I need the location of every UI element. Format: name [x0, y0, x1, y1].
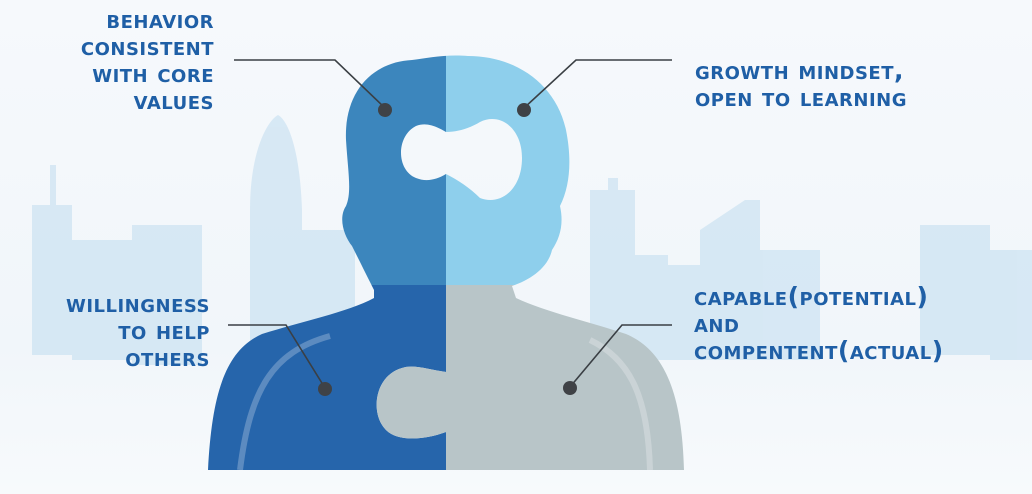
puzzle-piece-capable [376, 285, 684, 470]
puzzle-piece-growth [446, 55, 684, 285]
marker-dot-help [318, 382, 332, 396]
label-help-line-3: others [125, 343, 210, 372]
marker-dots [318, 103, 577, 396]
label-growth: Growth mindset, open to learning [695, 57, 1025, 111]
marker-dot-growth [517, 103, 531, 117]
marker-dot-core-values [378, 103, 392, 117]
label-help-line-1: Willingness [65, 289, 210, 318]
label-capable-line-3: Compentent(actual) [694, 336, 944, 365]
label-help: Willingness to help others [5, 290, 210, 371]
label-help-line-2: to help [118, 316, 210, 345]
leader-line-help [228, 324, 326, 389]
label-capable: Capable(potential) and Compentent(actual… [694, 283, 1030, 364]
label-core-values-line-2: consistent [80, 32, 214, 61]
leader-line-core-values [234, 59, 386, 109]
label-core-values-line-4: Values [133, 86, 214, 115]
label-capable-line-2: and [694, 309, 740, 338]
label-core-values-line-3: with Core [92, 59, 214, 88]
leader-lines [228, 59, 672, 389]
label-core-values: Behavior consistent with Core Values [10, 6, 214, 114]
label-capable-line-1: Capable(potential) [694, 282, 929, 311]
leader-line-growth [523, 59, 672, 109]
marker-dot-capable [563, 381, 577, 395]
label-core-values-line-1: Behavior [106, 5, 214, 34]
shoulder-highlight [237, 333, 331, 470]
leader-line-capable [569, 324, 672, 388]
label-growth-line-1: Growth mindset, [695, 56, 904, 85]
label-growth-line-2: open to learning [695, 83, 907, 112]
